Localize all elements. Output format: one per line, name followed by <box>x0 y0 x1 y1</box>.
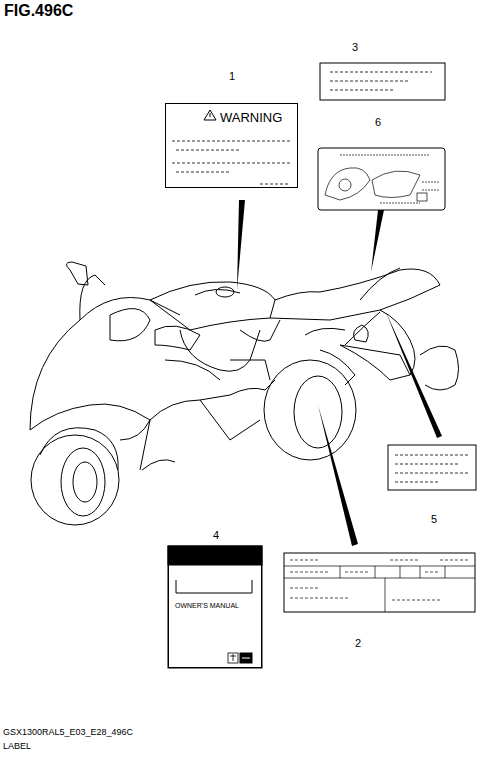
figure-caption: LABEL <box>3 742 31 751</box>
figure-code: GSX1300RAL5_E03_E28_496C <box>3 728 133 737</box>
figure-title: FIG.496C <box>4 3 73 19</box>
callout-number: 4 <box>213 530 219 541</box>
callout-number: 2 <box>355 638 361 649</box>
warning-label: WARNING <box>165 103 298 188</box>
warning-heading: WARNING <box>220 111 282 124</box>
callout-number: 3 <box>352 42 358 53</box>
callout-number: 1 <box>229 71 235 82</box>
callout-number: 5 <box>431 514 437 525</box>
owners-manual: OWNER'S MANUAL <box>168 546 262 668</box>
callout-number: 6 <box>375 117 381 128</box>
manual-title: OWNER'S MANUAL <box>175 602 239 609</box>
